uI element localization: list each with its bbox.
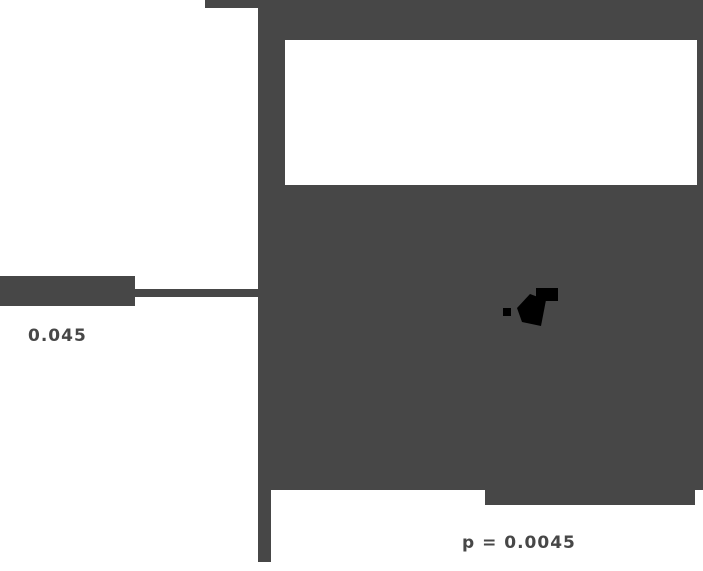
left-node-box[interactable]	[0, 276, 135, 306]
top-connector-line	[205, 0, 271, 8]
bottom-right-cutout	[695, 490, 703, 571]
inner-white-panel	[285, 40, 697, 185]
node-connector-line	[135, 289, 258, 297]
bottom-left-cutout	[271, 490, 485, 571]
vertical-trunk-line	[258, 0, 271, 562]
node-label: 0.045	[28, 326, 87, 346]
caption: p = 0.0045	[462, 533, 576, 553]
pointer-glyph-icon[interactable]	[500, 286, 562, 328]
